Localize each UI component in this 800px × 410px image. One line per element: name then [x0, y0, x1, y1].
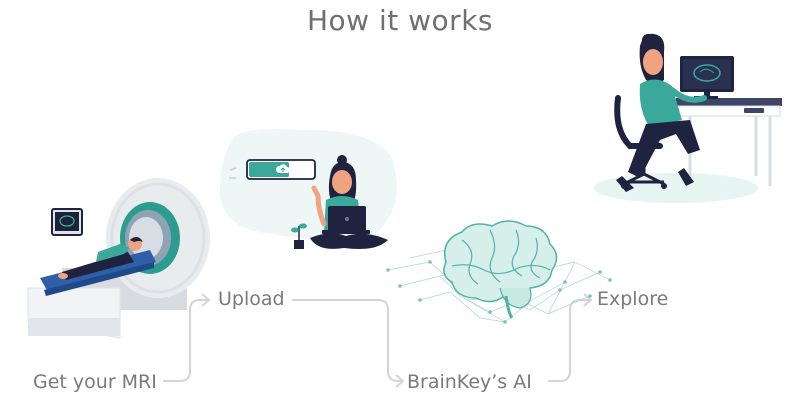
step-label-upload: Upload — [218, 288, 285, 310]
mri-patient — [62, 252, 134, 280]
connector-upload-to-ai — [292, 299, 402, 382]
flow-connectors — [163, 299, 590, 382]
brain-stem — [504, 295, 514, 319]
monitor-brain-icon — [693, 64, 721, 82]
floor-shadow — [594, 173, 758, 203]
step-label-explore: Explore — [597, 288, 669, 310]
plant-pot — [294, 240, 304, 249]
desk-top — [676, 98, 782, 106]
arrowhead-explore — [583, 293, 593, 307]
mri-scanner-illustration — [27, 178, 210, 339]
connector-ai-to-explore — [548, 299, 590, 382]
page-title: How it works — [307, 4, 493, 37]
upload-background-blob — [219, 129, 397, 242]
upload-person-legs — [310, 233, 388, 249]
chair — [614, 95, 663, 149]
flow-arrowheads — [201, 293, 593, 388]
arrowhead-ai — [395, 374, 405, 388]
step-label-get-your-mri: Get your MRI — [33, 371, 157, 393]
explore-person-legs — [628, 120, 700, 178]
arrowhead-upload — [201, 293, 211, 307]
brain-icon — [443, 220, 558, 303]
step-label-brainkey-ai: BrainKey’s AI — [407, 371, 532, 393]
explore-desk-illustration — [594, 33, 782, 203]
connector-mri-to-upload — [163, 299, 208, 382]
cerebellum — [499, 287, 532, 309]
upload-laptop-illustration — [219, 129, 397, 249]
ai-brain-network-illustration — [386, 220, 612, 324]
